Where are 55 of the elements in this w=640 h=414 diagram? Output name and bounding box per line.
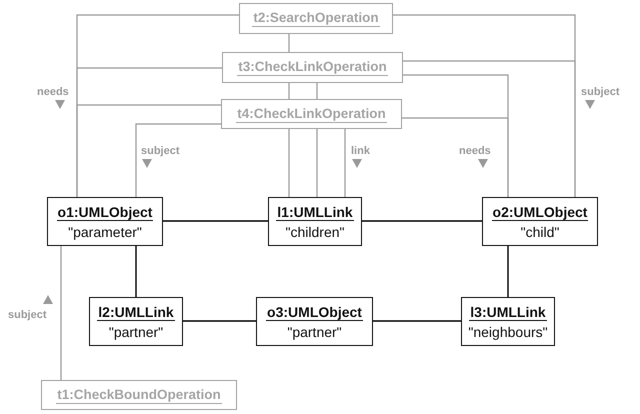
connector-line — [76, 104, 221, 197]
object-name: t4:CheckLinkOperation — [236, 106, 387, 122]
connector-line — [402, 117, 509, 197]
direction-arrow — [478, 159, 488, 168]
connector-line — [135, 123, 221, 197]
connector-line — [288, 83, 290, 99]
object-box — [89, 297, 183, 346]
attribute-value: "parameter" — [68, 224, 142, 240]
connector-line — [316, 129, 318, 197]
connector-line — [316, 83, 318, 99]
object-name: o2:UMLObject — [492, 204, 588, 220]
edge-label: needs — [37, 86, 69, 98]
operation-box — [221, 99, 402, 129]
edge-label: needs — [459, 145, 491, 157]
connector-line — [373, 320, 461, 322]
connector-line — [403, 60, 576, 197]
direction-arrow — [142, 159, 152, 168]
object-name: l1:UMLLink — [276, 204, 354, 220]
object-name: t3:CheckLinkOperation — [237, 59, 388, 76]
edge-label: subject — [141, 145, 180, 157]
operation-box — [41, 380, 237, 410]
attribute-value: "partner" — [108, 324, 164, 340]
direction-arrow — [585, 100, 595, 109]
connector-line — [288, 34, 290, 52]
attribute-value: "children" — [286, 224, 344, 240]
edge-label: subject — [8, 309, 47, 321]
operation-box — [239, 3, 393, 34]
operation-box — [222, 52, 403, 83]
connector-line — [135, 246, 137, 297]
object-box — [256, 297, 373, 346]
direction-arrow — [43, 295, 53, 304]
connector-line — [507, 246, 509, 297]
attribute-value: "partner" — [287, 324, 342, 340]
object-box — [482, 197, 598, 246]
edge-label: link — [351, 145, 370, 157]
object-name: t1:CheckBoundOperation — [56, 386, 222, 404]
connector-line — [60, 246, 62, 380]
object-name: l3:UMLLink — [469, 304, 547, 320]
edge-label: subject — [581, 86, 620, 98]
object-name: t2:SearchOperation — [252, 10, 380, 27]
connector-line — [344, 129, 346, 197]
connector-line — [183, 320, 256, 322]
connector-line — [362, 220, 482, 222]
connector-line — [288, 129, 290, 197]
direction-arrow — [352, 159, 362, 168]
object-box — [268, 197, 362, 246]
direction-arrow — [55, 100, 65, 109]
attribute-value: "child" — [520, 224, 560, 240]
object-box — [47, 197, 163, 246]
attribute-value: "neighbours" — [468, 324, 548, 340]
object-box — [461, 297, 555, 346]
object-name: o3:UMLObject — [266, 304, 363, 320]
connector-line — [163, 220, 268, 222]
object-name: l2:UMLLink — [97, 304, 175, 320]
object-name: o1:UMLObject — [56, 204, 154, 220]
